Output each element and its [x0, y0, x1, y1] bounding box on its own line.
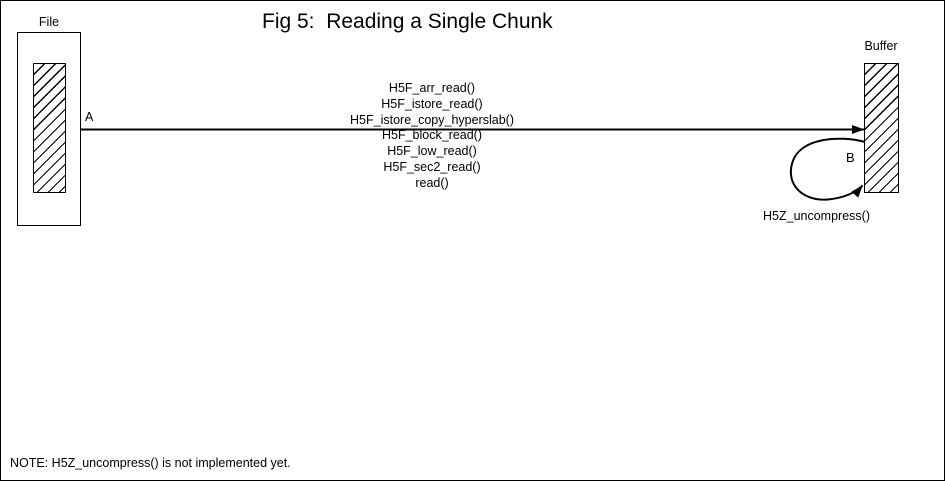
footnote: NOTE: H5Z_uncompress() is not implemente… [10, 456, 291, 470]
file-label: File [38, 15, 60, 29]
call-stack-line: H5F_block_read() [381, 128, 483, 143]
call-stack-line: H5F_sec2_read() [383, 159, 481, 174]
buffer-hatched-rect [864, 63, 899, 193]
arrow-a-label: A [85, 110, 94, 124]
call-stack-line: read() [415, 175, 449, 190]
uncompress-caption: H5Z_uncompress() [763, 209, 870, 223]
call-stack-line: H5F_istore_read() [381, 96, 483, 111]
arrow-b-label: B [846, 150, 855, 165]
file-chunk-hatched-rect [33, 63, 66, 193]
arrow-b-loop [789, 137, 866, 201]
figure-title: Fig 5: Reading a Single Chunk [262, 10, 553, 33]
call-stack: H5F_arr_read() H5F_istore_read() H5F_ist… [306, 81, 558, 192]
call-stack-line: H5F_low_read() [387, 144, 477, 159]
buffer-label: Buffer [864, 39, 898, 53]
call-stack-line: H5F_istore_copy_hyperslab() [350, 112, 514, 127]
call-stack-line: H5F_arr_read() [388, 81, 476, 95]
